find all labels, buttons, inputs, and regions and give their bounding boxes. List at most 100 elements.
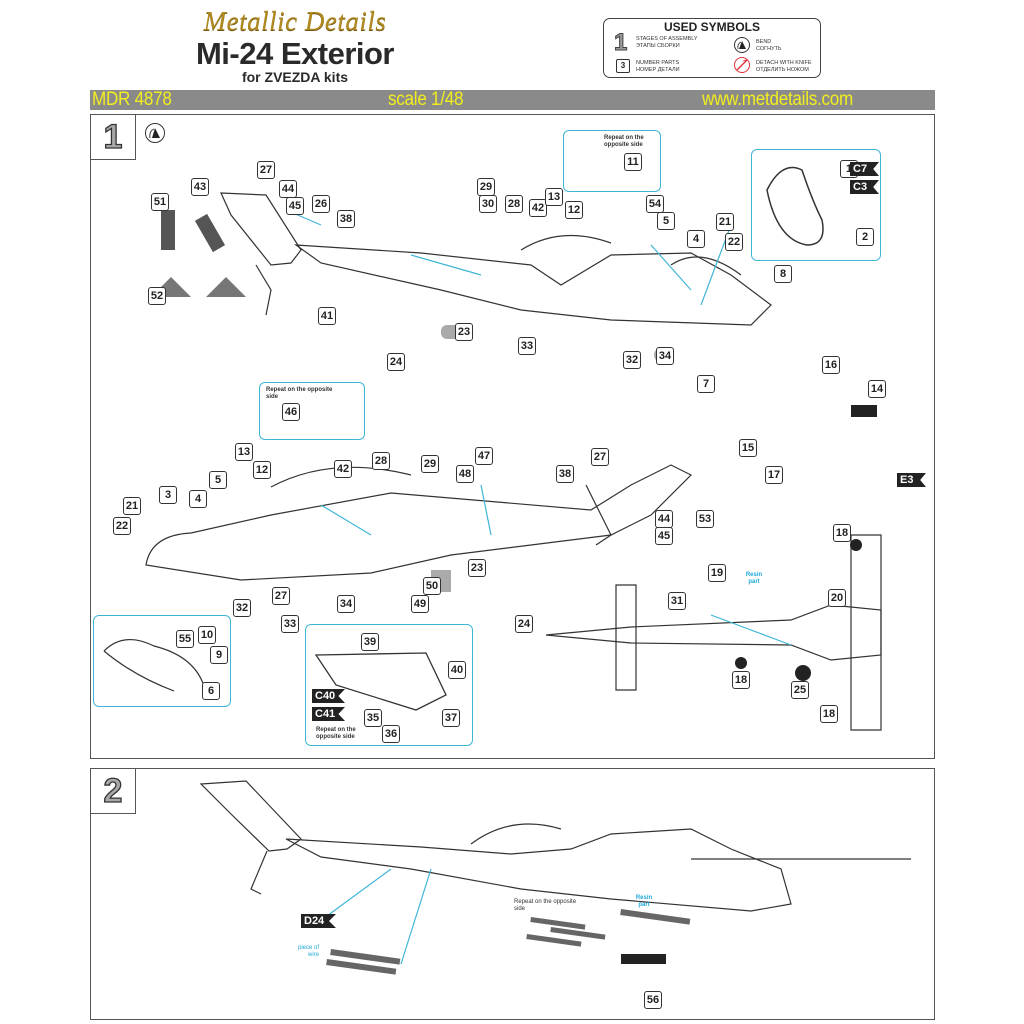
part-tag: 5 xyxy=(209,471,227,489)
part-tag: 33 xyxy=(518,337,536,355)
leader-lines xyxy=(285,209,792,646)
bend-icon xyxy=(734,37,750,53)
legend-item-detach: DETACH WITH KNIFE ОТДЕЛИТЬ НОЖОМ xyxy=(756,60,812,74)
part-tag: 11 xyxy=(624,153,642,171)
info-band: MDR 4878 scale 1/48 www.metdetails.com xyxy=(90,90,935,110)
legend-item-bend: BEND СОГНУТЬ xyxy=(756,39,782,53)
part-tag: 36 xyxy=(382,725,400,743)
part-tag: 7 xyxy=(697,375,715,393)
bend-icon xyxy=(145,123,165,143)
part-tag: 22 xyxy=(725,233,743,251)
legend-text-en: STAGES OF ASSEMBLY xyxy=(636,36,698,42)
brand-logo: Metallic Details xyxy=(203,6,387,36)
kit-part-flag: C7 xyxy=(850,162,879,176)
helicopter-top-view xyxy=(220,192,772,326)
part-tag: 27 xyxy=(272,587,290,605)
legend-text-en: BEND xyxy=(756,39,772,45)
legend-text-ru: ОТДЕЛИТЬ НОЖОМ xyxy=(756,67,809,73)
helicopter-bottom-view xyxy=(545,534,882,731)
used-symbols-legend: USED SYMBOLS 1 STAGES OF ASSEMBLY ЭТАПЫ … xyxy=(603,18,821,78)
part-tag: 23 xyxy=(468,559,486,577)
part-tag: 31 xyxy=(668,592,686,610)
part-tag: 33 xyxy=(281,615,299,633)
helicopter-side-view xyxy=(145,464,693,581)
part-tag: 52 xyxy=(148,287,166,305)
step-number: 1 xyxy=(91,115,136,160)
part-tag: 23 xyxy=(455,323,473,341)
part-tag: 55 xyxy=(176,630,194,648)
part-tag: 28 xyxy=(372,452,390,470)
part-tag: 34 xyxy=(656,347,674,365)
knife-detach-icon xyxy=(734,57,750,73)
part-tag: 12 xyxy=(565,201,583,219)
part-tag: 2 xyxy=(856,228,874,246)
part-tag: 27 xyxy=(591,448,609,466)
part-tag: 25 xyxy=(791,681,809,699)
inset-note: Repeat on the opposite side xyxy=(316,727,356,740)
part-tag: 42 xyxy=(529,199,547,217)
part-tag: 22 xyxy=(113,517,131,535)
website-link[interactable]: www.metdetails.com xyxy=(702,89,853,110)
part-tag: 18 xyxy=(833,524,851,542)
part-tag: 19 xyxy=(708,564,726,582)
part-tag: 14 xyxy=(868,380,886,398)
repeat-note: Repeat on the opposite side xyxy=(514,899,577,912)
part-tag: 38 xyxy=(337,210,355,228)
step-1-panel: 1 xyxy=(90,114,935,759)
kit-part-flag: C3 xyxy=(850,180,879,194)
kit-part-flag: D24 xyxy=(301,914,336,928)
legend-text-en: DETACH WITH KNIFE xyxy=(756,60,812,66)
part-tag: 17 xyxy=(765,466,783,484)
part-tag: 5 xyxy=(657,212,675,230)
legend-text-ru: НОМЕР ДЕТАЛИ xyxy=(636,67,680,73)
part-tag: 42 xyxy=(334,460,352,478)
part-tag: 35 xyxy=(364,709,382,727)
page-title: Mi-24 Exterior xyxy=(195,36,395,71)
part-tag: 30 xyxy=(479,195,497,213)
kit-part-flag: C40 xyxy=(312,689,345,703)
part-tag: 21 xyxy=(716,213,734,231)
kit-part-flag: E3 xyxy=(897,473,926,487)
resin-part-label: Resin part xyxy=(635,895,653,908)
part-tag: 29 xyxy=(421,455,439,473)
part-tag: 13 xyxy=(545,188,563,206)
part-tag: 53 xyxy=(696,510,714,528)
inset-wing: 39 40 37 35 36 C40 C41 Repeat on the opp… xyxy=(305,624,473,746)
scale-label: scale 1/48 xyxy=(388,89,464,110)
part-tag: 24 xyxy=(515,615,533,633)
part-tag: 47 xyxy=(475,447,493,465)
part-tag: 41 xyxy=(318,307,336,325)
helicopter-final-view xyxy=(199,780,911,975)
part-tag: 54 xyxy=(646,195,664,213)
photo-etch-parts xyxy=(151,210,877,681)
kit-part-flag: C41 xyxy=(312,707,345,721)
part-tag: 56 xyxy=(644,991,662,1009)
part-tag: 20 xyxy=(828,589,846,607)
part-tag: 32 xyxy=(623,351,641,369)
inset-nose: 55 10 9 6 xyxy=(93,615,231,707)
part-number-icon: 3 xyxy=(616,59,630,73)
part-tag: 10 xyxy=(198,626,216,644)
wire-label: piece of wire xyxy=(297,945,319,958)
part-tag: 4 xyxy=(189,490,207,508)
part-tag: 40 xyxy=(448,661,466,679)
legend-item-numbers: NUMBER PARTS НОМЕР ДЕТАЛИ xyxy=(636,60,680,74)
part-tag: 16 xyxy=(822,356,840,374)
inset-canopy: 1 2 C7 C3 xyxy=(751,149,881,261)
part-tag: 45 xyxy=(655,527,673,545)
assembly-drawings xyxy=(145,192,882,731)
step-2-panel: 2 D24 piece of wire Repeat on the opposi… xyxy=(90,768,935,1020)
part-tag: 18 xyxy=(820,705,838,723)
part-tag: 8 xyxy=(774,265,792,283)
part-tag: 39 xyxy=(361,633,379,651)
legend-text-en: NUMBER PARTS xyxy=(636,60,680,66)
part-tag: 45 xyxy=(286,197,304,215)
part-tag: 44 xyxy=(279,180,297,198)
resin-part-label: Resin part xyxy=(745,572,763,585)
legend-text-ru: ЭТАПЫ СБОРКИ xyxy=(636,43,680,49)
inset-note: Repeat on the opposite side xyxy=(604,135,644,148)
part-tag: 50 xyxy=(423,577,441,595)
inset-repeat-opposite-top: Repeat on the opposite side 11 xyxy=(563,130,661,192)
part-tag: 43 xyxy=(191,178,209,196)
part-tag: 44 xyxy=(655,510,673,528)
